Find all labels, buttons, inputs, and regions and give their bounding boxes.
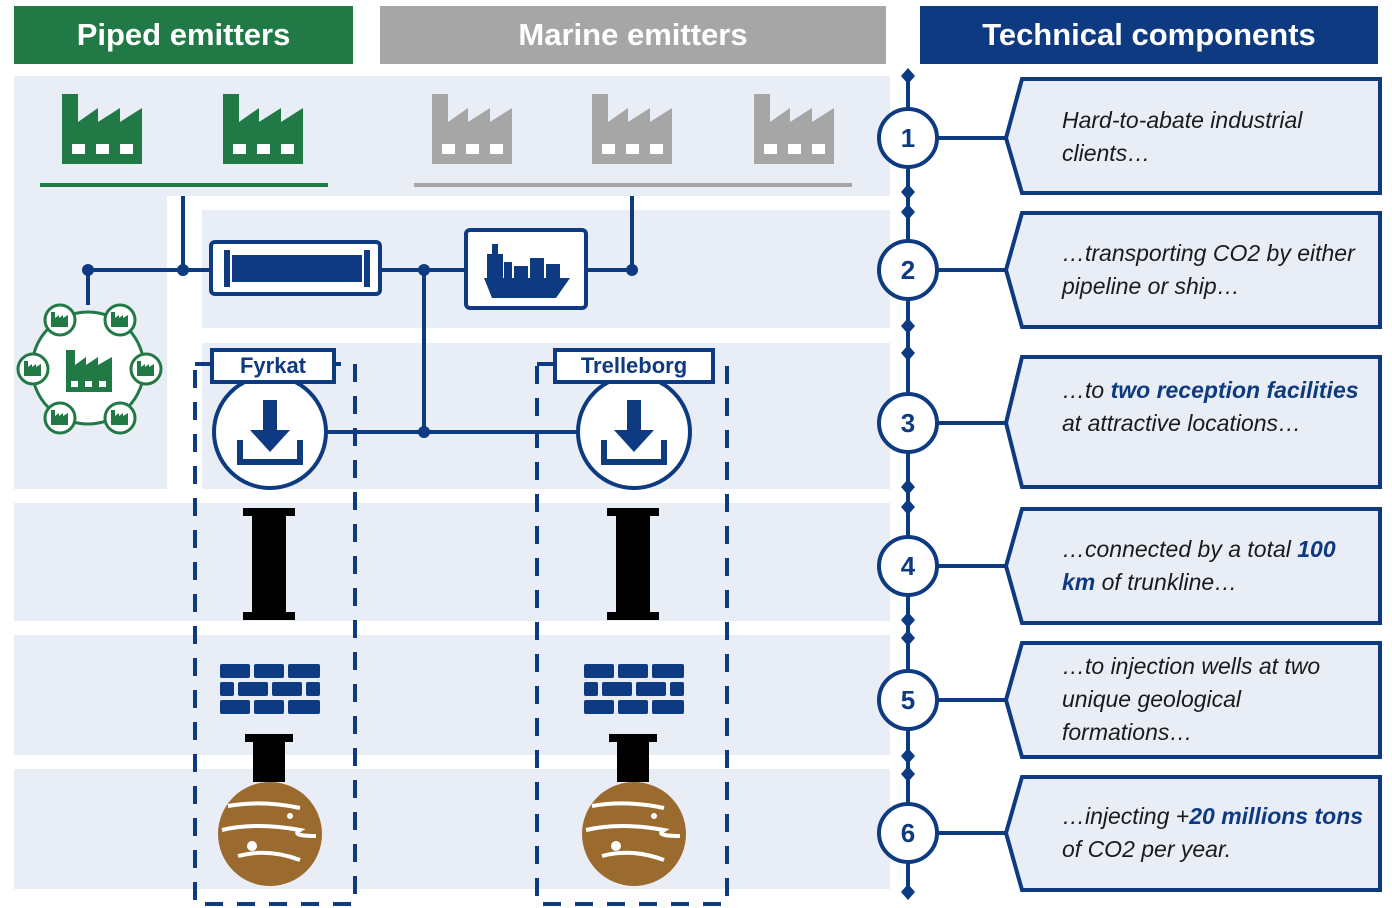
step-number-5: 5	[877, 669, 939, 731]
step-description-2: …transporting CO2 by either pipeline or …	[1062, 237, 1367, 303]
band-row-5	[14, 635, 890, 755]
pipeline-icon	[209, 240, 382, 296]
injection-well-icon-fyrkat	[218, 734, 322, 886]
band-row-4	[14, 503, 890, 621]
band-row-6	[14, 769, 890, 889]
site-label-trelleborg: Trelleborg	[553, 348, 715, 384]
trelleborg-dashed-boundary	[535, 362, 729, 906]
step-number-4: 4	[877, 535, 939, 597]
reception-facility-icon-fyrkat	[212, 374, 328, 490]
step-3-text-a: …to	[1062, 377, 1111, 403]
step-description-6: …injecting +20 millions tons of CO2 per …	[1062, 800, 1367, 866]
step-6-text-a: …injecting +	[1062, 803, 1190, 829]
step-5-text: …to injection wells at two unique geolog…	[1062, 653, 1321, 745]
step-3-highlight: two reception facilities	[1110, 377, 1359, 403]
step-number-2: 2	[877, 239, 939, 301]
geological-formation-icon-fyrkat	[220, 664, 320, 714]
geological-formation-icon-trelleborg	[584, 664, 684, 714]
factory-icon-marine-3	[754, 94, 834, 164]
header-technical-components: Technical components	[920, 6, 1378, 64]
step-4-text-a: …connected by a total	[1062, 536, 1298, 562]
step-description-3: …to two reception facilities at attracti…	[1062, 374, 1367, 440]
factory-icon-marine-2	[592, 94, 672, 164]
factory-icon-piped-2	[223, 94, 303, 164]
step-1-text: Hard-to-abate industrial clients…	[1062, 107, 1303, 166]
step-number-1: 1	[877, 107, 939, 169]
trunkline-icon-fyrkat	[243, 508, 295, 620]
timeline-diamonds	[901, 68, 915, 900]
step-2-text: …transporting CO2 by either pipeline or …	[1062, 240, 1355, 299]
injection-well-icon-trelleborg	[582, 734, 686, 886]
step-description-4: …connected by a total 100 km of trunklin…	[1062, 533, 1367, 599]
emitter-cluster-icon	[16, 303, 163, 435]
step-number-6: 6	[877, 802, 939, 864]
header-piped-emitters: Piped emitters	[14, 6, 353, 64]
network-junction-dots	[82, 264, 638, 438]
factory-icon-piped-1	[62, 94, 142, 164]
step-connectors	[938, 136, 1006, 835]
step-6-text-b: of CO2 per year.	[1062, 836, 1232, 862]
step-number-3: 3	[877, 392, 939, 454]
step-6-highlight: 20 millions tons	[1189, 803, 1364, 829]
ship-icon	[464, 228, 588, 310]
site-label-fyrkat: Fyrkat	[210, 348, 336, 384]
reception-facility-icon-trelleborg	[576, 374, 692, 490]
factory-icon-marine-1	[432, 94, 512, 164]
step-description-1: Hard-to-abate industrial clients…	[1062, 104, 1367, 170]
step-4-highlight: 100 km	[1062, 536, 1336, 595]
step-4-text-b: of trunkline…	[1095, 569, 1238, 595]
step-boxes	[1003, 77, 1382, 892]
step-3-text-b: at attractive locations…	[1062, 410, 1302, 436]
trunkline-icon-trelleborg	[607, 508, 659, 620]
step-description-5: …to injection wells at two unique geolog…	[1062, 650, 1367, 749]
header-marine-emitters: Marine emitters	[380, 6, 886, 64]
